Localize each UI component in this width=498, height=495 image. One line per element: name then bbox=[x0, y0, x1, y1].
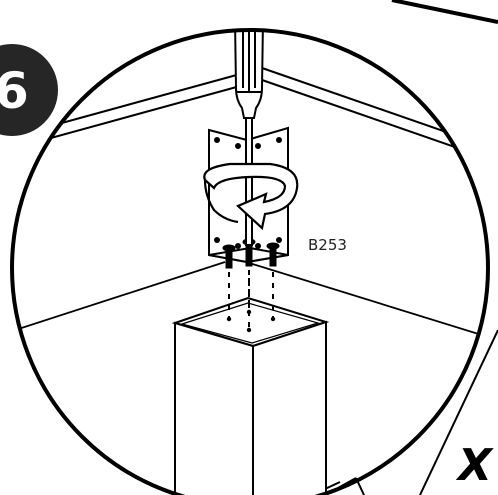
detail-view: B253 bbox=[12, 30, 488, 495]
alignment-guides bbox=[228, 270, 274, 328]
part-code-label: B253 bbox=[308, 236, 347, 254]
screwdriver-icon bbox=[233, 30, 265, 246]
neighbor-panel-edge bbox=[391, 0, 498, 24]
corner-mark-x: X bbox=[455, 440, 494, 491]
table-leg bbox=[171, 296, 330, 495]
detail-circle bbox=[10, 28, 490, 495]
step-badge: 6 bbox=[0, 44, 58, 136]
floor-lines bbox=[12, 261, 488, 341]
rotate-clockwise-arrow-icon bbox=[203, 162, 299, 231]
bracket-screw-holes bbox=[214, 137, 282, 249]
step-number: 6 bbox=[0, 62, 29, 120]
leg-holes bbox=[226, 309, 276, 333]
